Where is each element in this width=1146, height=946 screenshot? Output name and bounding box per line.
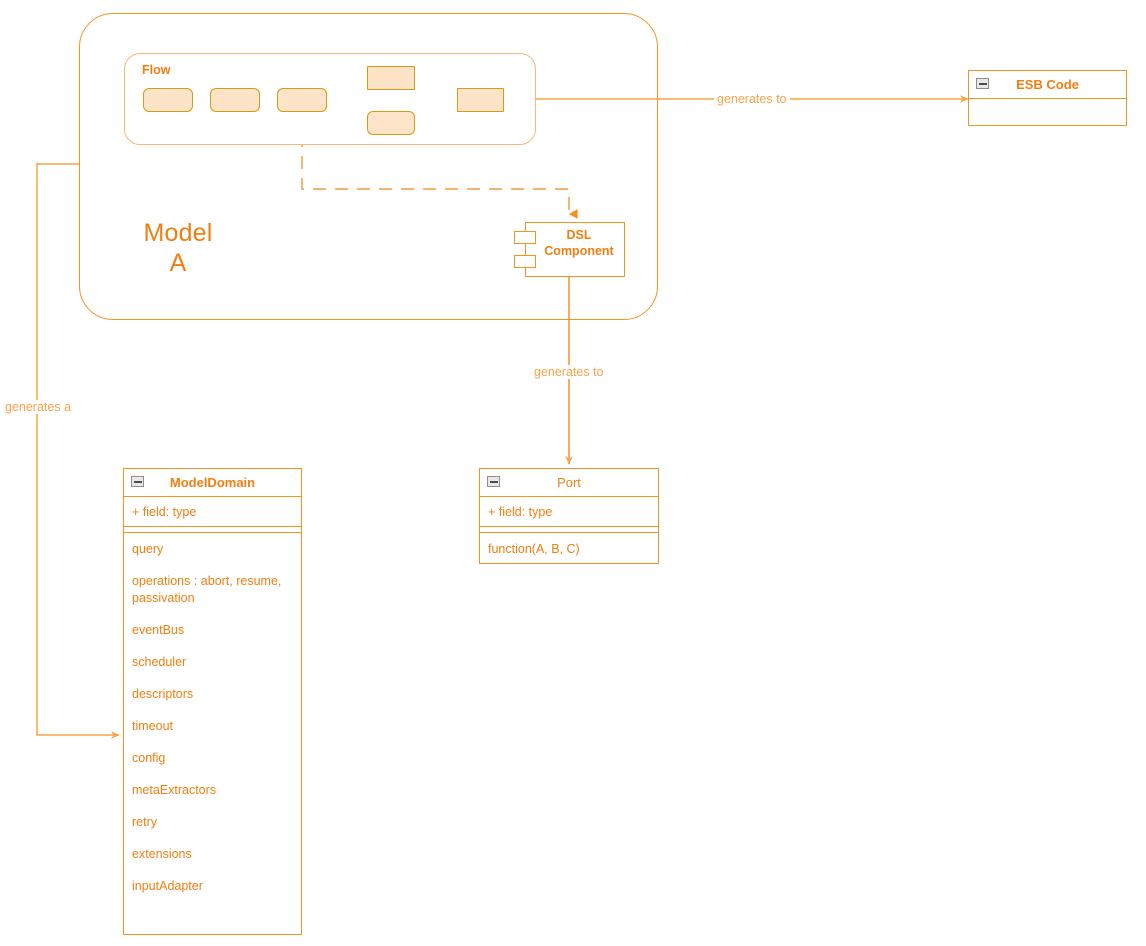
class-model-domain-operation-4: descriptors bbox=[132, 687, 194, 701]
flow-branch-lower[interactable] bbox=[367, 111, 415, 135]
class-esb-code-title: ESB Code bbox=[1016, 77, 1079, 92]
class-model-domain-operation-7: metaExtractors bbox=[132, 783, 217, 797]
class-model-domain-operation-0: query bbox=[132, 542, 164, 556]
edge-label-generates-to-port: generates to bbox=[531, 365, 607, 379]
class-port-header: Port bbox=[480, 469, 658, 497]
class-model-domain-attribute-0: + field: type bbox=[132, 504, 197, 519]
class-model-domain-operation-8: retry bbox=[132, 815, 157, 829]
class-port[interactable]: Port + field: type function(A, B, C) bbox=[479, 468, 659, 564]
class-port-attributes: + field: type bbox=[480, 497, 658, 527]
flow-step-3[interactable] bbox=[277, 88, 327, 112]
class-model-domain-operation-10: inputAdapter bbox=[132, 879, 203, 893]
dsl-component-label-line2: Component bbox=[544, 244, 614, 258]
class-port-operations: function(A, B, C) bbox=[480, 533, 658, 566]
uml-collapse-icon[interactable] bbox=[976, 78, 989, 89]
class-model-domain-operation-1: operations : abort, resume, passivation bbox=[132, 574, 282, 605]
class-model-domain-operation-2: eventBus bbox=[132, 623, 185, 637]
flow-step-2[interactable] bbox=[210, 88, 260, 112]
class-model-domain-operation-5: timeout bbox=[132, 719, 173, 733]
class-esb-code[interactable]: ESB Code bbox=[968, 70, 1127, 126]
class-port-attribute-0: + field: type bbox=[488, 504, 553, 519]
model-a-title-line1: Model bbox=[143, 219, 213, 247]
dsl-component-label-line1: DSL bbox=[566, 228, 592, 242]
dsl-component-label: DSL Component bbox=[533, 227, 625, 259]
class-esb-code-body bbox=[969, 99, 1126, 135]
flow-step-final[interactable] bbox=[457, 88, 504, 112]
class-port-separator bbox=[480, 527, 658, 533]
uml-collapse-icon[interactable] bbox=[131, 476, 144, 487]
class-model-domain[interactable]: ModelDomain + field: type query operatio… bbox=[123, 468, 302, 935]
edge-label-generates-a: generates a bbox=[2, 400, 75, 414]
class-model-domain-operation-6: config bbox=[132, 751, 166, 765]
model-a-title-line2: A bbox=[169, 249, 187, 277]
class-model-domain-separator bbox=[124, 527, 301, 533]
flow-step-1[interactable] bbox=[143, 88, 193, 112]
class-model-domain-title: ModelDomain bbox=[169, 475, 256, 490]
uml-collapse-icon[interactable] bbox=[487, 476, 500, 487]
model-a-title: Model A bbox=[118, 218, 238, 278]
class-port-title: Port bbox=[557, 475, 581, 490]
class-model-domain-operation-3: scheduler bbox=[132, 655, 187, 669]
class-model-domain-attributes: + field: type bbox=[124, 497, 301, 527]
class-esb-code-header: ESB Code bbox=[969, 71, 1126, 99]
class-model-domain-operation-9: extensions bbox=[132, 847, 192, 861]
dsl-component-port-lower-icon[interactable] bbox=[514, 255, 536, 268]
edge-label-generates-to-esb: generates to bbox=[714, 92, 790, 106]
dsl-component-node[interactable] bbox=[525, 222, 625, 277]
model-a-container[interactable] bbox=[79, 13, 658, 320]
dsl-component-port-upper-icon[interactable] bbox=[514, 231, 536, 244]
flow-branch-upper[interactable] bbox=[367, 66, 415, 90]
class-model-domain-operations: query operations : abort, resume, passiv… bbox=[124, 533, 301, 903]
flow-label: Flow bbox=[142, 63, 171, 77]
class-model-domain-header: ModelDomain bbox=[124, 469, 301, 497]
class-port-operation-0: function(A, B, C) bbox=[488, 542, 580, 556]
